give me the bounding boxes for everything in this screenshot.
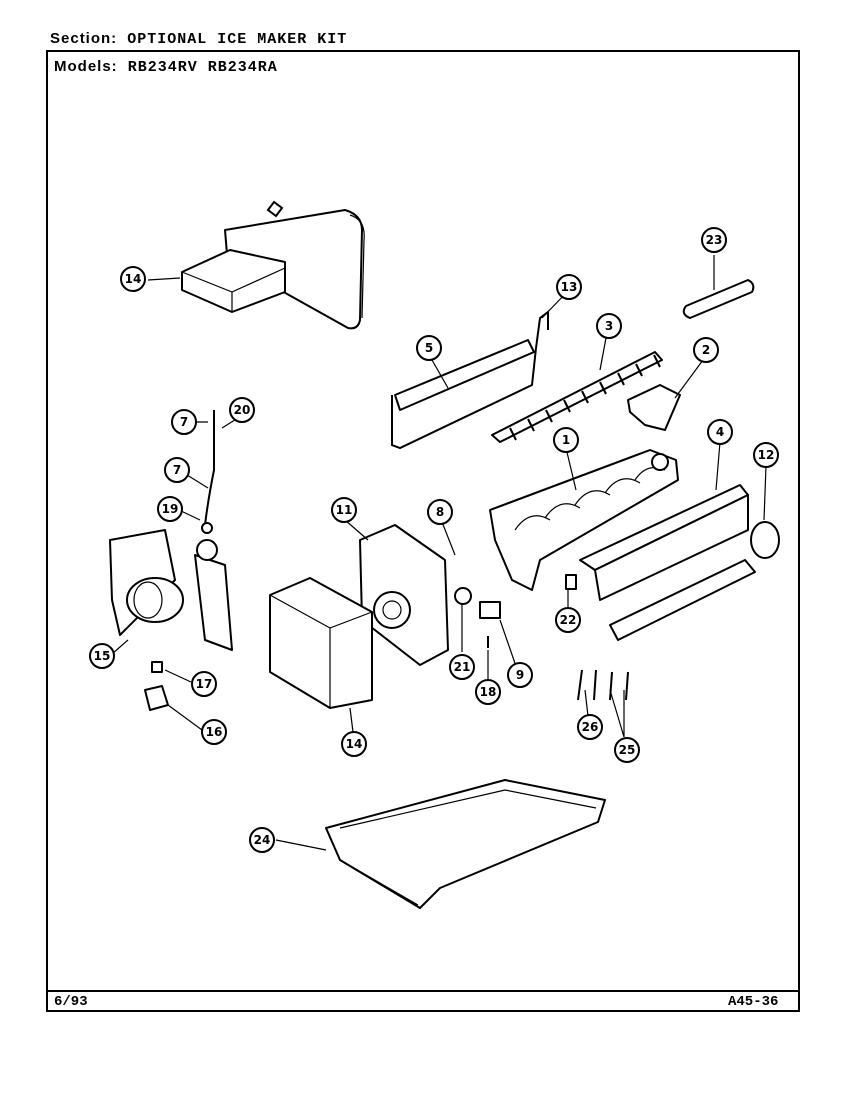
callout-17-text: 16 bbox=[206, 725, 223, 739]
part-shield bbox=[181, 200, 365, 330]
callout-18-b-text: 18 bbox=[480, 685, 497, 699]
callout-15-text: 14 bbox=[125, 272, 142, 286]
callout-4: 4 bbox=[707, 419, 733, 445]
callout-leaders bbox=[111, 255, 767, 851]
callout-3-text: 3 bbox=[605, 319, 613, 333]
callout-24-text: 24 bbox=[254, 833, 271, 847]
part-fill-tube bbox=[201, 410, 215, 534]
footer-bar bbox=[46, 990, 800, 1012]
callout-14-text: 14 bbox=[346, 737, 363, 751]
callout-20-text: 20 bbox=[234, 403, 251, 417]
callout-24: 24 bbox=[249, 827, 275, 853]
callout-8: 7 bbox=[171, 409, 197, 435]
footer-code: A45-36 bbox=[728, 994, 779, 1010]
callout-22: 22 bbox=[555, 607, 581, 633]
models-label: Models: bbox=[54, 58, 118, 75]
callout-19-text: 19 bbox=[162, 502, 179, 516]
callout-5: 5 bbox=[416, 335, 442, 361]
callout-7-text: 7 bbox=[173, 463, 181, 477]
callout-21: 21 bbox=[449, 654, 475, 680]
callout-12-text: 12 bbox=[758, 448, 775, 462]
models-value: RB234RV RB234RA bbox=[127, 59, 278, 76]
part-water-valve bbox=[109, 529, 233, 651]
callout-18-b: 18 bbox=[475, 679, 501, 705]
part-small-fittings bbox=[144, 661, 169, 711]
callout-25-text: 25 bbox=[619, 743, 636, 757]
callout-2: 2 bbox=[693, 337, 719, 363]
callout-11-text: 11 bbox=[336, 503, 353, 517]
callout-20: 20 bbox=[229, 397, 255, 423]
callout-6: 8 bbox=[427, 499, 453, 525]
callout-18-a-text: 17 bbox=[196, 677, 213, 691]
callout-23-text: 23 bbox=[706, 233, 723, 247]
part-bracket bbox=[627, 384, 681, 431]
part-strip bbox=[579, 484, 780, 641]
callout-9-text: 9 bbox=[516, 668, 524, 682]
part-hardware bbox=[454, 574, 629, 701]
callout-15: 14 bbox=[120, 266, 146, 292]
callout-13-text: 13 bbox=[561, 280, 578, 294]
callout-16-text: 15 bbox=[94, 649, 111, 663]
models-header: Models: RB234RV RB234RA bbox=[54, 58, 278, 76]
part-ejector bbox=[491, 351, 663, 443]
callout-6-text: 8 bbox=[436, 505, 444, 519]
callout-19: 19 bbox=[157, 496, 183, 522]
callouts: 14 5 13 3 2 23 7 20 7 19 1 4 12 8 11 15 … bbox=[89, 227, 779, 853]
part-tube bbox=[682, 279, 755, 319]
callout-18-a: 17 bbox=[191, 671, 217, 697]
part-motor-housing bbox=[359, 524, 449, 666]
callout-26-text: 26 bbox=[582, 720, 599, 734]
callout-21-text: 21 bbox=[454, 660, 471, 674]
callout-23: 23 bbox=[701, 227, 727, 253]
callout-16: 15 bbox=[89, 643, 115, 669]
callout-17: 16 bbox=[201, 719, 227, 745]
callout-14: 14 bbox=[341, 731, 367, 757]
section-label: Section: bbox=[50, 30, 118, 47]
section-header: Section: OPTIONAL ICE MAKER KIT bbox=[50, 30, 347, 48]
callout-22-text: 22 bbox=[560, 613, 577, 627]
callout-1-text: 1 bbox=[562, 433, 570, 447]
diagram-frame bbox=[46, 50, 800, 1012]
callout-12: 12 bbox=[753, 442, 779, 468]
callout-26: 26 bbox=[577, 714, 603, 740]
callout-3: 3 bbox=[596, 313, 622, 339]
callout-1: 1 bbox=[553, 427, 579, 453]
callout-13: 13 bbox=[556, 274, 582, 300]
callout-2-text: 2 bbox=[702, 343, 710, 357]
part-rail bbox=[391, 310, 549, 450]
callout-9: 9 bbox=[507, 662, 533, 688]
part-mold bbox=[489, 449, 679, 591]
callout-7: 7 bbox=[164, 457, 190, 483]
section-value: OPTIONAL ICE MAKER KIT bbox=[127, 31, 348, 48]
callout-8-text: 7 bbox=[180, 415, 188, 429]
part-ice-bin bbox=[325, 779, 606, 909]
callout-5-text: 5 bbox=[425, 341, 433, 355]
callout-25: 25 bbox=[614, 737, 640, 763]
footer-date: 6/93 bbox=[54, 994, 88, 1010]
callout-4-text: 4 bbox=[716, 425, 724, 439]
callout-11: 11 bbox=[331, 497, 357, 523]
part-cover-box bbox=[269, 577, 373, 709]
